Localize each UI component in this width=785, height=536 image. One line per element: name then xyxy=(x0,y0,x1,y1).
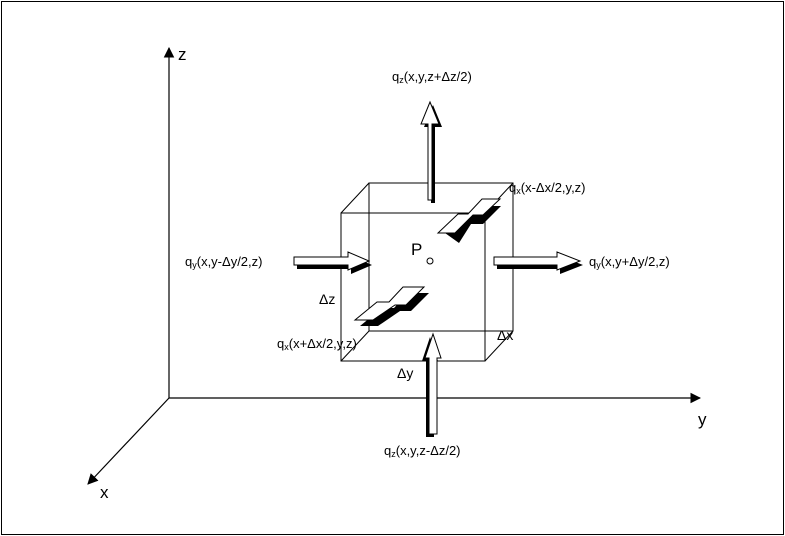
qx-back-label: qx(x-Δx/2,y,z) xyxy=(509,180,586,196)
qx-front-label: qx(x+Δx/2,y,z) xyxy=(277,336,357,352)
y-axis-label: y xyxy=(698,410,707,429)
flux-arrow-qx-back xyxy=(436,198,504,243)
qz-bottom-label: qz(x,y,z-Δz/2) xyxy=(384,443,461,459)
dy-label: Δy xyxy=(397,365,413,381)
flux-arrow-qy-left xyxy=(293,251,372,274)
qy-right-label: qy(x,y+Δy/2,z) xyxy=(589,254,670,270)
qz-top-label: qz(x,y,z+Δz/2) xyxy=(392,69,472,85)
qy-left-label: qy(x,y-Δy/2,z) xyxy=(185,254,262,270)
x-axis-label: x xyxy=(100,483,109,502)
cube-front-face xyxy=(340,212,486,362)
dz-label: Δz xyxy=(319,291,335,307)
z-axis-label: z xyxy=(178,45,187,64)
x-axis xyxy=(87,397,170,485)
point-p-label: P xyxy=(411,240,422,259)
flux-arrow-qx-front xyxy=(353,286,429,326)
flux-arrow-qy-right xyxy=(493,251,583,274)
dx-label: Δx xyxy=(497,327,513,343)
point-p-marker xyxy=(426,257,434,265)
flux-arrow-qz-bottom xyxy=(422,332,442,437)
flux-arrow-qz-top xyxy=(420,100,442,203)
